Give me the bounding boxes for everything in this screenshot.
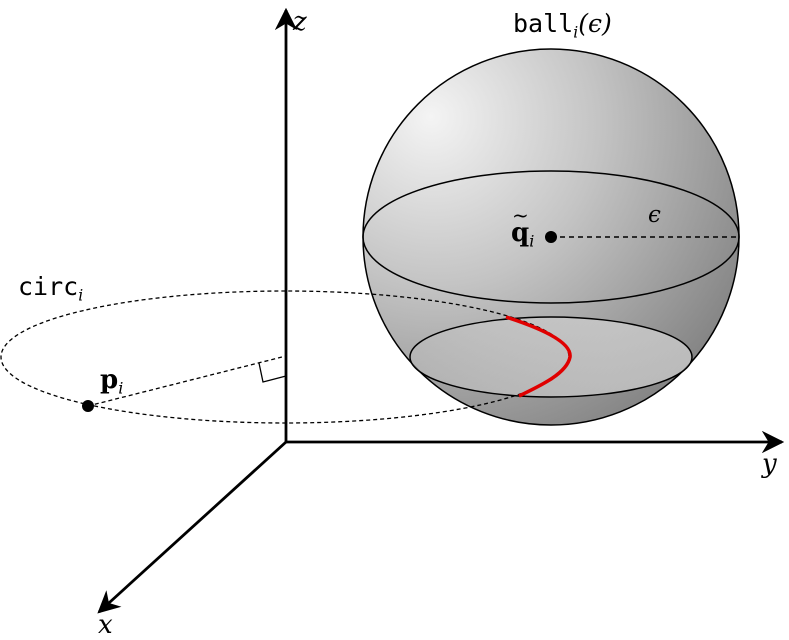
ball-label-name: ball <box>513 9 574 38</box>
q-label-sub: i <box>529 231 535 251</box>
q-label-letter: q <box>511 205 529 246</box>
y-axis-label: y <box>762 449 777 479</box>
p-radius-line <box>87 355 287 407</box>
ball-label: balli(ϵ) <box>513 11 612 41</box>
p-label: pi <box>100 367 123 397</box>
x-axis-line <box>97 440 287 614</box>
epsilon-label: ϵ <box>648 202 661 228</box>
p-point-dot <box>82 400 94 412</box>
lower-slice-ellipse <box>409 316 693 398</box>
ball-label-arg: (ϵ) <box>578 9 612 38</box>
ball-label-sub: i <box>573 23 579 42</box>
q-label: qi <box>511 205 535 251</box>
q-point-dot <box>545 231 557 243</box>
p-label-letter: p <box>100 365 119 395</box>
z-axis-label: z <box>293 7 307 37</box>
circ-label: circi <box>18 274 83 304</box>
equator-ellipse <box>362 170 740 304</box>
right-angle-marker <box>258 362 287 383</box>
circ-label-name: circ <box>18 272 79 301</box>
highlight-curve <box>505 315 572 398</box>
x-axis-label: x <box>98 610 113 640</box>
circ-label-sub: i <box>78 286 84 305</box>
p-label-sub: i <box>118 378 124 398</box>
